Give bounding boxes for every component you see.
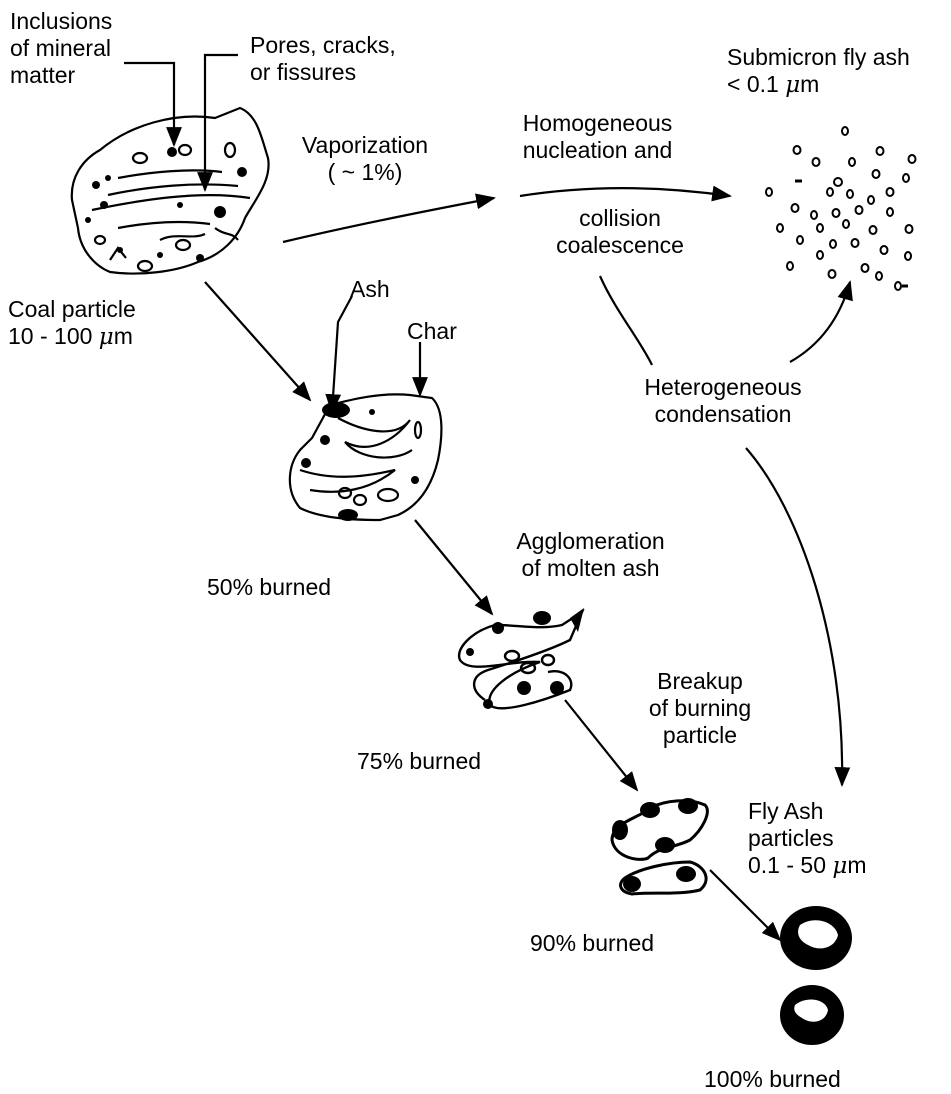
label-50-burned: 50% burned [207,574,331,601]
label-breakup: Breakup of burning particle [630,668,770,749]
label-char: Char [407,318,457,345]
label-homogeneous-nucleation: Homogeneous nucleation and [490,110,705,164]
arrow-50-to-75 [415,520,492,614]
label-coal-particle: Coal particle 10 - 100 μm [8,296,136,351]
label-heterogeneous-condensation: Heterogeneous condensation [608,374,838,428]
submicron-fly-ash-dots [766,127,916,290]
fly-ash-particles [780,906,852,1045]
arrow-90-to-100 [710,870,780,940]
arrow-75-to-90 [565,700,637,790]
label-pores: Pores, cracks, or fissures [250,32,396,86]
arrow-inclusions [124,63,174,145]
label-collision-coalescence: collision coalescence [535,205,705,259]
arrow-vaporization [283,198,494,242]
label-75-burned: 75% burned [357,748,481,775]
label-100-burned: 100% burned [704,1066,841,1093]
arrow-heterogeneous-to-submicron [790,282,850,362]
curve-collision-to-heterogeneous [600,276,652,365]
arrow-ash [332,296,352,412]
ash-deposits-50 [301,402,419,521]
label-fly-ash-particles: Fly Ash particles 0.1 - 50 μm [748,798,867,880]
coal-particle-shape [72,108,269,274]
label-agglomeration: Agglomeration of molten ash [488,528,693,582]
label-ash: Ash [350,276,390,303]
label-inclusions: Inclusions of mineral matter [10,8,112,89]
mineral-inclusions [85,147,247,262]
arrow-homogeneous-nucleation [520,188,730,196]
label-vaporization: Vaporization ( ~ 1%) [290,132,440,186]
label-submicron-fly-ash: Submicron fly ash < 0.1 μm [727,44,910,99]
label-90-burned: 90% burned [530,930,654,957]
particle-50-burned-shape [290,394,442,520]
arrow-coal-to-50 [205,282,310,400]
